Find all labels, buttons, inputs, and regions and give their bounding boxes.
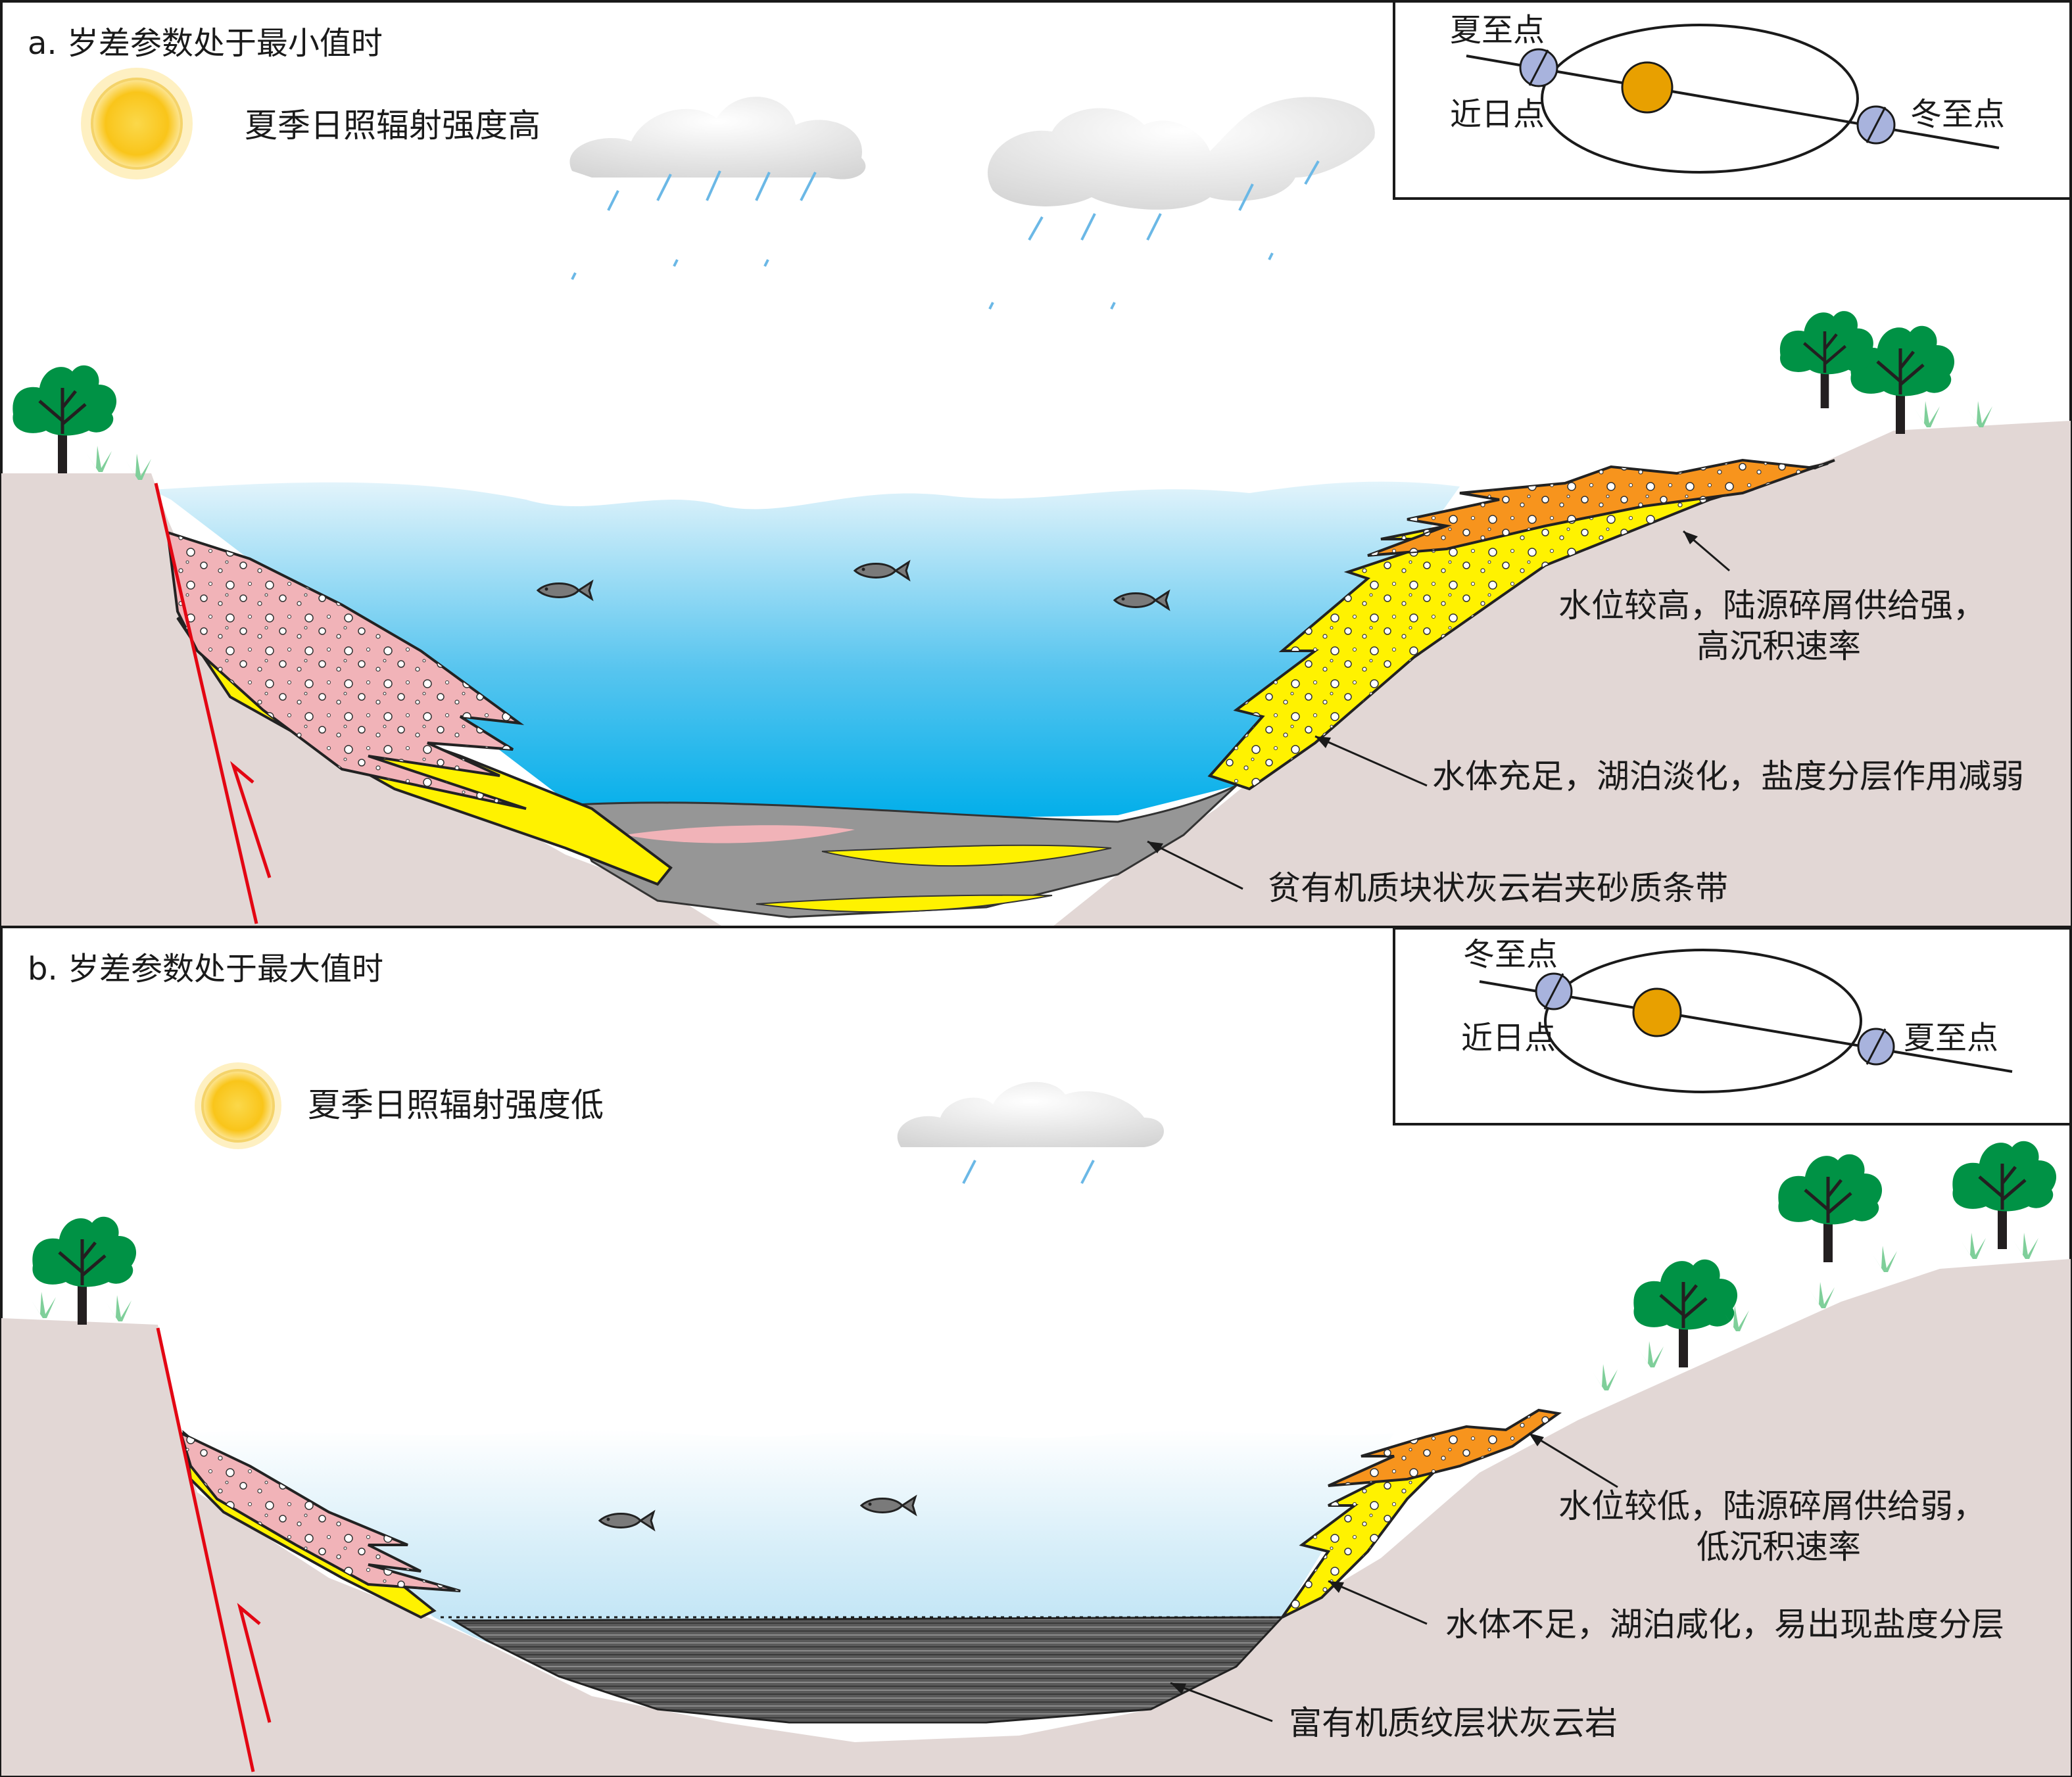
panel-a-orbit-box bbox=[1393, 0, 2072, 200]
panel-b-supply-arrowhead bbox=[1529, 1433, 1544, 1446]
panel-b-orbit-inset: 冬至点 近日点 夏至点 bbox=[1393, 927, 2072, 1125]
panel-a-grass-icon bbox=[87, 446, 112, 472]
panel-b-left-pebbles bbox=[181, 1433, 460, 1591]
panel-a-sand-streak bbox=[756, 894, 1053, 913]
panel-a-sand-streak bbox=[821, 844, 1112, 867]
panel-b-tree-icon bbox=[1778, 1154, 1882, 1262]
panel-a-supply-label: 水位较高，陆源碎屑供给强， bbox=[1558, 586, 1986, 625]
panel-b-grass-icon bbox=[1961, 1233, 1986, 1259]
panel-a-supply-label-2: 高沉积速率 bbox=[1697, 627, 1861, 665]
panel-a-tree-icon bbox=[1780, 311, 1873, 408]
panel-b-lake-floor bbox=[450, 1616, 1285, 1724]
panel-a-lake-water bbox=[151, 481, 1460, 822]
panel-a-grass-icon bbox=[1967, 401, 1992, 427]
panel-a: 夏至点 近日点 冬至点 a. 岁差参数处于最小值时 夏季日照辐射强度高 水位较高… bbox=[0, 0, 2072, 928]
panel-a-fault-line bbox=[154, 483, 258, 924]
panel-b-fault-line bbox=[156, 1327, 255, 1772]
panel-a-right-orange-pebbles bbox=[1368, 460, 1835, 556]
panel-a-title: a. 岁差参数处于最小值时 bbox=[28, 25, 383, 62]
panel-b-grass-icon bbox=[1639, 1341, 1664, 1367]
panel-a-orbit-inset: 夏至点 近日点 冬至点 bbox=[1393, 0, 2072, 200]
panel-b-land-right bbox=[855, 1259, 2071, 1776]
panel-b-bottom-arrowhead bbox=[1170, 1683, 1186, 1694]
panel-b-title: b. 岁差参数处于最大值时 bbox=[28, 951, 383, 987]
panel-a-grass-icon bbox=[1915, 401, 1940, 427]
panel-a-orbit-ellipse bbox=[1541, 24, 1859, 174]
panel-a-sun-icon bbox=[81, 68, 193, 179]
panel-b: 冬至点 近日点 夏至点 b. 岁差参数处于最大值时 夏季日照辐射强度低 水位较低… bbox=[0, 926, 2072, 1777]
panel-b-earth-aphelion-icon bbox=[1857, 1028, 1895, 1066]
panel-b-cloud-icon bbox=[897, 1081, 1164, 1184]
panel-a-orbit-perihelion-label: 近日点 bbox=[1450, 96, 1545, 133]
panel-b-tree-icon bbox=[32, 1217, 136, 1325]
panel-b-bottom-label: 富有机质纹层状灰云岩 bbox=[1289, 1704, 1618, 1742]
panel-a-land-right bbox=[1052, 421, 2071, 927]
panel-b-orbit-perihelion-label: 近日点 bbox=[1461, 1020, 1556, 1056]
panel-a-bottom-label: 贫有机质块状灰云岩夹砂质条带 bbox=[1268, 869, 1728, 907]
panel-a-bottom-arrow bbox=[1147, 840, 1243, 890]
panel-b-supply-arrow bbox=[1528, 1432, 1618, 1488]
panel-b-water-arrow bbox=[1328, 1580, 1428, 1625]
panel-b-sun-icon bbox=[195, 1062, 281, 1149]
panel-a-tree-icon bbox=[12, 366, 116, 473]
panel-b-grass-icon bbox=[107, 1295, 132, 1321]
panel-b-sun-label: 夏季日照辐射强度低 bbox=[308, 1086, 604, 1124]
panel-a-orbit-top-label: 夏至点 bbox=[1450, 12, 1545, 49]
panel-b-grass-icon bbox=[1872, 1246, 1897, 1272]
panel-b-fault-arrow bbox=[237, 1603, 272, 1723]
panel-a-water-arrow bbox=[1314, 735, 1428, 787]
panel-b-orbit-top-label: 冬至点 bbox=[1463, 936, 1558, 973]
panel-b-right-orange-pebbles bbox=[1328, 1410, 1558, 1486]
panel-b-grass-icon bbox=[31, 1292, 56, 1318]
panel-a-cloud-icon bbox=[988, 97, 1375, 310]
panel-b-grass-icon bbox=[1810, 1282, 1835, 1308]
panel-b-water-label: 水体不足，湖泊咸化，易出现盐度分层 bbox=[1445, 1605, 2004, 1644]
panel-a-sun-label: 夏季日照辐射强度高 bbox=[245, 107, 541, 145]
panel-a-left-pebbles bbox=[168, 533, 526, 809]
panel-a-water-arrowhead bbox=[1315, 736, 1331, 748]
panel-a-pink-streak bbox=[625, 825, 855, 843]
panel-b-tree-icon bbox=[1952, 1141, 2056, 1249]
panel-b-orbit-sun-icon bbox=[1632, 987, 1682, 1037]
panel-b-grass-icon bbox=[2013, 1233, 2038, 1259]
panel-b-grass-icon bbox=[1593, 1364, 1618, 1390]
panel-a-fault-arrow bbox=[229, 761, 272, 878]
panel-b-lake-water bbox=[181, 1429, 1394, 1617]
panel-b-water-arrowhead bbox=[1328, 1581, 1344, 1593]
panel-b-supply-label: 水位较低，陆源碎屑供给弱， bbox=[1558, 1487, 1986, 1525]
panel-a-bottom-arrowhead bbox=[1147, 841, 1163, 853]
panel-b-orbit-right-label: 夏至点 bbox=[1904, 1020, 1998, 1056]
panel-a-earth-perihelion-icon bbox=[1519, 48, 1558, 87]
panel-b-earth-perihelion-icon bbox=[1535, 972, 1573, 1010]
panel-a-orbit-sun-icon bbox=[1621, 61, 1674, 114]
panel-a-cloud-icon bbox=[569, 97, 866, 280]
panel-b-orbit-ellipse bbox=[1544, 949, 1862, 1093]
panel-a-orbit-right-label: 冬至点 bbox=[1910, 96, 2005, 133]
panel-b-supply-label-2: 低沉积速率 bbox=[1697, 1528, 1861, 1566]
panel-a-supply-arrowhead bbox=[1683, 531, 1698, 544]
panel-a-water-label: 水体充足，湖泊淡化，盐度分层作用减弱 bbox=[1432, 757, 2024, 795]
panel-a-earth-aphelion-icon bbox=[1856, 105, 1896, 145]
panel-b-bottom-arrow bbox=[1170, 1682, 1273, 1722]
panel-b-right-pebbles bbox=[1282, 1446, 1460, 1617]
panel-b-land-left bbox=[1, 1318, 855, 1776]
